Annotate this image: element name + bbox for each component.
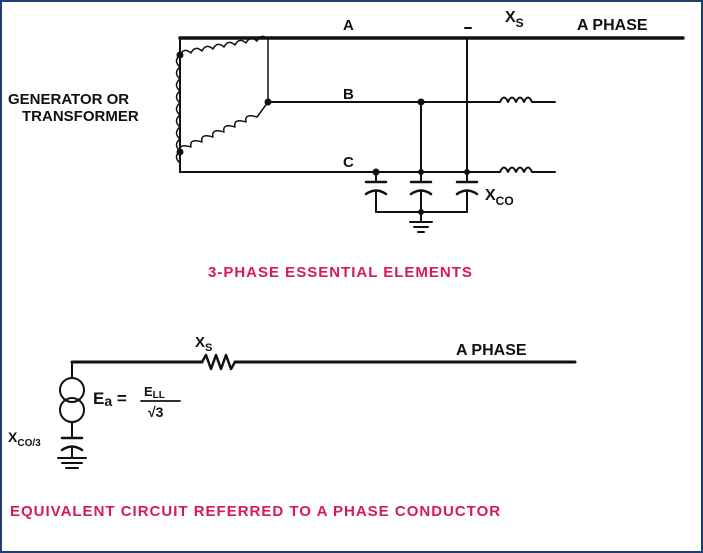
conductor-c-label: C (343, 154, 354, 171)
conductor-b-label: B (343, 86, 354, 103)
reactance-zigzag (200, 353, 237, 371)
node-dot (372, 168, 380, 176)
capacitance-label: XCO (485, 187, 514, 208)
capacitor-b (409, 180, 433, 223)
inductor-b (499, 96, 556, 103)
node-dot (418, 169, 424, 175)
inductor-c (499, 166, 556, 173)
ground-icon (409, 221, 433, 233)
node-dot (418, 209, 424, 215)
node-dot (176, 51, 184, 59)
node-dot (417, 98, 425, 106)
fraction-numerator: ELL (144, 384, 165, 401)
fraction-denominator: √3 (148, 404, 164, 420)
node-dot (464, 169, 470, 175)
source-label-line2: TRANSFORMER (22, 108, 139, 125)
reactance-label: XS (505, 9, 524, 30)
phase-label: A PHASE (577, 17, 648, 34)
equivalent-reactance-label: XS (195, 334, 212, 354)
source-label-line1: GENERATOR OR (8, 91, 129, 108)
equivalent-capacitance-label: XCO/3 (8, 429, 41, 449)
conductor-a-label: A (343, 17, 354, 34)
delta-winding-bottom (178, 101, 269, 153)
top-caption: 3-PHASE ESSENTIAL ELEMENTS (208, 264, 473, 281)
bottom-caption: EQUIVALENT CIRCUIT REFERRED TO A PHASE C… (10, 503, 501, 520)
equivalent-ground-icon (57, 457, 87, 469)
delta-winding-top (179, 35, 269, 103)
equivalent-capacitor (60, 436, 84, 459)
capacitor-a (455, 180, 479, 213)
capacitor-c (364, 180, 388, 213)
source-circle-top (59, 377, 85, 403)
equivalent-phase-label: A PHASE (456, 342, 527, 359)
three-phase-diagram: GENERATOR OR TRANSFORMER A B C XS A PHAS… (8, 9, 685, 281)
source-voltage-label: Ea = (93, 389, 127, 409)
delta-winding-left (175, 54, 181, 164)
equivalent-circuit-diagram: XS A PHASE Ea = ELL √3 XCO/3 EQUIVALENT … (8, 334, 577, 520)
